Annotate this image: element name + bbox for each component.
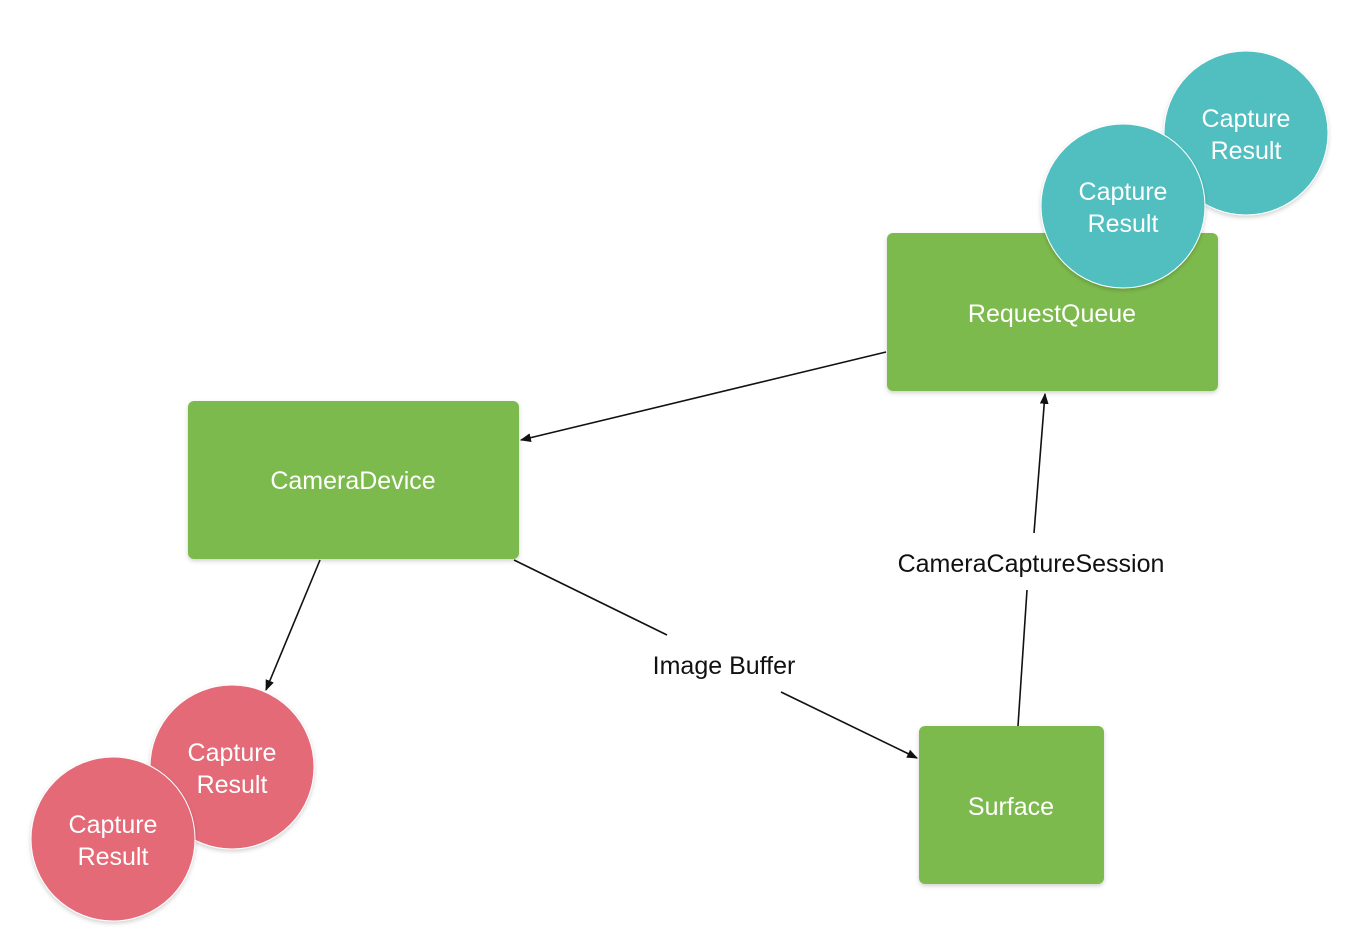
red-capture-result-front: Capture Result — [30, 756, 196, 922]
red-circle-back-line1: Capture — [188, 739, 277, 767]
teal-circle-back-line1: Capture — [1202, 105, 1291, 133]
teal-circle-back-shape — [1163, 50, 1329, 216]
teal-capture-result-front: Capture Result — [1040, 123, 1206, 289]
teal-circle-front-shape — [1040, 123, 1206, 289]
edge-requestqueue-to-cameradevice — [519, 351, 887, 442]
node-camera-device: CameraDevice — [188, 401, 519, 559]
edge-label-image-buffer: Image Buffer — [653, 652, 796, 680]
red-circle-front-line1: Capture — [69, 811, 158, 839]
node-camera-device-box — [188, 401, 519, 559]
node-surface: Surface — [919, 726, 1104, 884]
edge-surface-to-requestqueue-part2 — [1033, 392, 1049, 534]
node-request-queue-label: RequestQueue — [968, 300, 1136, 328]
node-surface-box — [919, 726, 1104, 884]
teal-capture-result-back: Capture Result — [1163, 50, 1329, 216]
red-circle-back-line2: Result — [197, 771, 268, 799]
edge-cameradevice-to-surface-part2 — [780, 691, 918, 759]
edge-cameradevice-to-surface-part1 — [513, 559, 668, 636]
edge-label-camera-capture-session: CameraCaptureSession — [898, 550, 1165, 578]
teal-circle-front-line1: Capture — [1079, 178, 1168, 206]
teal-circle-front-line2: Result — [1088, 210, 1159, 238]
node-camera-device-label: CameraDevice — [270, 467, 435, 495]
edge-surface-to-requestqueue-part1 — [1017, 589, 1028, 727]
red-circle-front-line2: Result — [78, 843, 149, 871]
red-capture-result-back: Capture Result — [149, 684, 315, 850]
node-surface-label: Surface — [968, 793, 1054, 821]
teal-circle-back-line2: Result — [1211, 137, 1282, 165]
red-circle-front-shape — [30, 756, 196, 922]
edge-cameradevice-to-capture-result — [265, 559, 321, 692]
